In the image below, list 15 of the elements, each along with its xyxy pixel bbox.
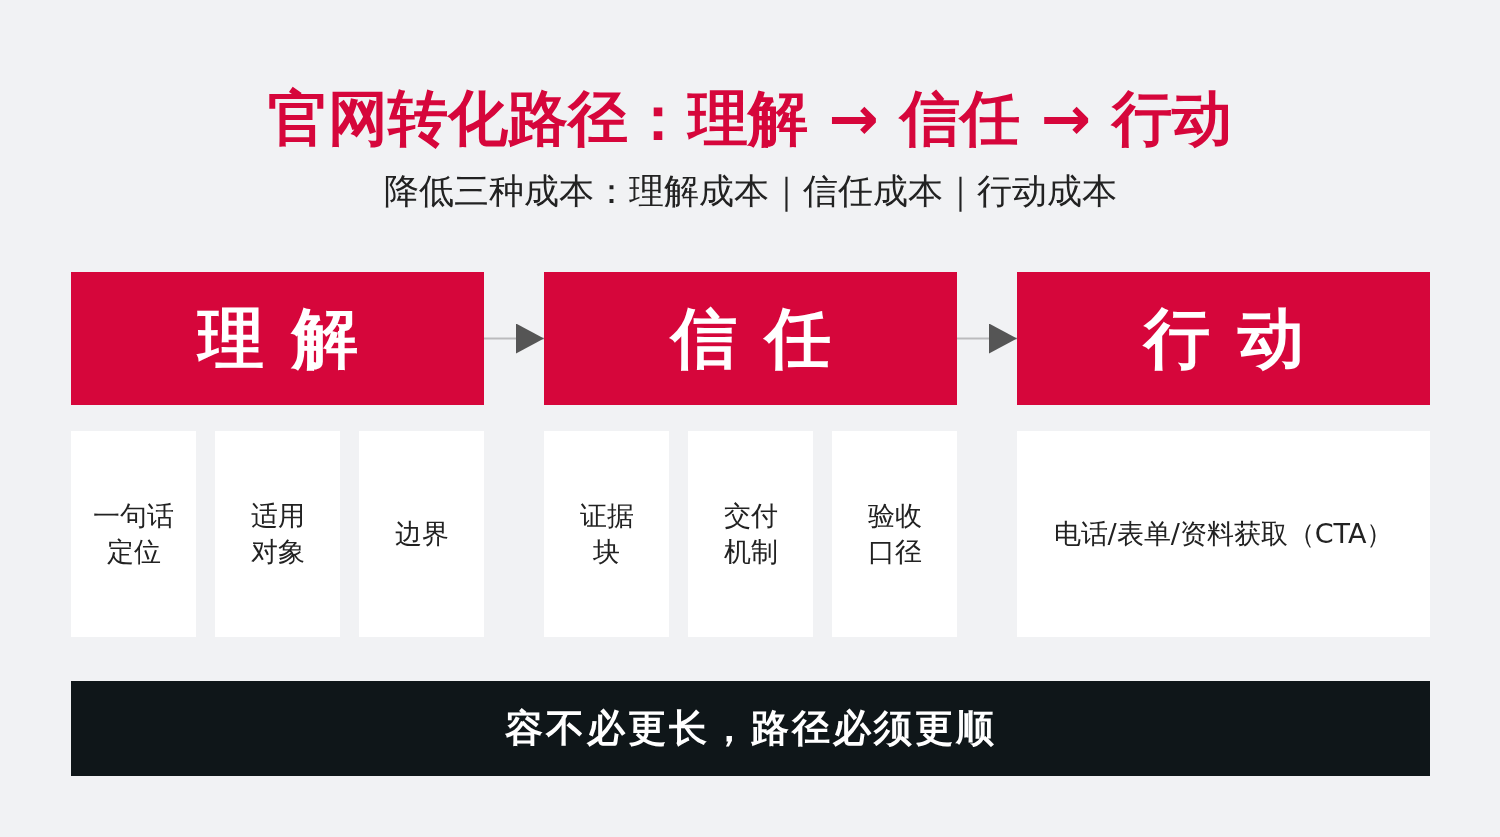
title: 官网转化路径：理解 → 信任 → 行动 xyxy=(266,82,1234,155)
stage-header: 行动 xyxy=(1017,272,1430,405)
arrow xyxy=(483,323,545,354)
step-card: 电话/表单/资料获取（CTA） xyxy=(1017,431,1430,637)
step-card: 适用对象 xyxy=(215,431,340,637)
arrow xyxy=(956,323,1018,354)
subtitle: 降低三种成本：理解成本｜信任成本｜行动成本 xyxy=(382,170,1118,214)
step-card: 一句话定位 xyxy=(71,431,196,637)
summary-banner: 容不必更长，路径必须更顺 xyxy=(71,681,1430,776)
step-card: 证据块 xyxy=(544,431,669,637)
step-card: 边界 xyxy=(359,431,484,637)
stage-header: 理解 xyxy=(71,272,484,405)
step-card: 交付机制 xyxy=(688,431,813,637)
step-card: 验收口径 xyxy=(832,431,957,637)
stage-header: 信任 xyxy=(544,272,957,405)
